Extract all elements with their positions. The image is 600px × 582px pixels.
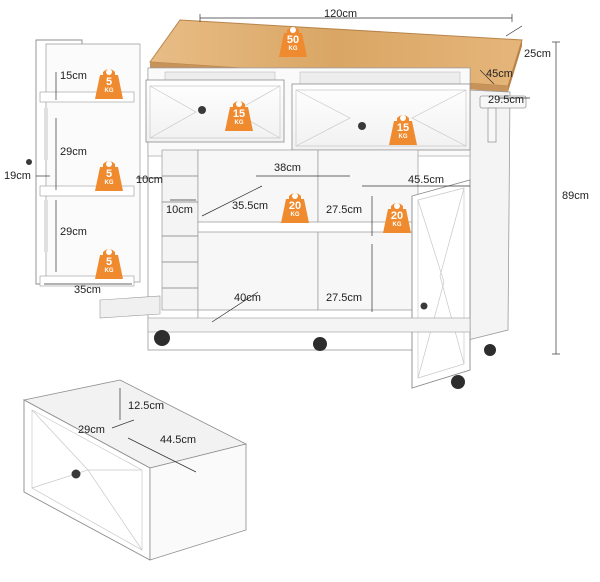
dim-door-depth: 19cm [4, 170, 31, 182]
base-and-casters [99, 295, 496, 389]
kettlebell-icon [225, 101, 253, 131]
dim-right-cabinet-width: 45.5cm [408, 174, 445, 186]
towel-bar [479, 95, 527, 143]
drawer-detail [22, 379, 248, 561]
dim-door-shelf-mid: 29cm [60, 146, 87, 158]
dim-drawer-space-width: 38cm [274, 162, 301, 174]
weight-badge-shelf-middle: 20 KG [280, 190, 310, 224]
badge-value: 5 [105, 256, 113, 268]
badge-unit: KG [288, 46, 298, 52]
dim-top-depth: 25cm [524, 48, 551, 60]
kettlebell-icon [389, 115, 417, 145]
badge-value: 5 [105, 168, 113, 180]
badge-value: 50 [286, 34, 300, 46]
badge-value: 5 [105, 76, 113, 88]
kettlebell-icon [383, 203, 411, 233]
dim-bottle-slot-height: 10cm [136, 174, 163, 186]
weight-badge-door-mid: 5 KG [94, 158, 124, 192]
dim-top-width: 120cm [324, 8, 358, 20]
dim-middle-shelf-width: 35.5cm [232, 200, 269, 212]
dim-towel-bar: 29.5cm [488, 94, 525, 106]
dim-top-extension: 45cm [486, 68, 513, 80]
dim-drawer-width: 44.5cm [160, 434, 197, 446]
kettlebell-icon [281, 193, 309, 223]
badge-unit: KG [392, 222, 402, 228]
kettlebell-icon [95, 69, 123, 99]
drawer-left [145, 79, 285, 143]
dim-upper-shelf-height: 27.5cm [326, 204, 363, 216]
dimension-lines [36, 14, 560, 473]
dim-bottom-depth: 40cm [234, 292, 261, 304]
cabinet-door-left [26, 39, 141, 287]
kettlebell-icon [95, 249, 123, 279]
weight-badge-door-top: 5 KG [94, 66, 124, 100]
badge-unit: KG [398, 134, 408, 140]
weight-badge-door-bottom: 5 KG [94, 246, 124, 280]
weight-badge-top: 50 KG [278, 24, 308, 58]
dim-lower-shelf-height: 27.5cm [326, 292, 363, 304]
badge-value: 15 [232, 108, 246, 120]
open-shelves [197, 149, 419, 321]
weight-badge-shelf-right: 20 KG [382, 200, 412, 234]
badge-value: 20 [288, 200, 302, 212]
bottle-rack [161, 149, 199, 311]
weight-badge-drawer-right: 15 KG [388, 112, 418, 146]
dim-drawer-height: 12.5cm [128, 400, 165, 412]
badge-unit: KG [104, 180, 114, 186]
badge-unit: KG [290, 212, 300, 218]
badge-value: 20 [390, 210, 404, 222]
cabinet-door-right [411, 179, 471, 389]
weight-badge-drawer-left: 15 KG [224, 98, 254, 132]
dim-total-height: 89cm [562, 190, 589, 202]
kettlebell-icon [95, 161, 123, 191]
badge-unit: KG [234, 120, 244, 126]
kettlebell-icon [279, 27, 307, 57]
dim-drawer-depth: 29cm [78, 424, 105, 436]
dim-door-width: 35cm [74, 284, 101, 296]
badge-value: 15 [396, 122, 410, 134]
drawer-right [291, 83, 471, 151]
dim-door-shelf-top: 15cm [60, 70, 87, 82]
dim-bottle-slot-width: 10cm [166, 204, 193, 216]
badge-unit: KG [104, 268, 114, 274]
badge-unit: KG [104, 88, 114, 94]
dim-door-shelf-bottom: 29cm [60, 226, 87, 238]
